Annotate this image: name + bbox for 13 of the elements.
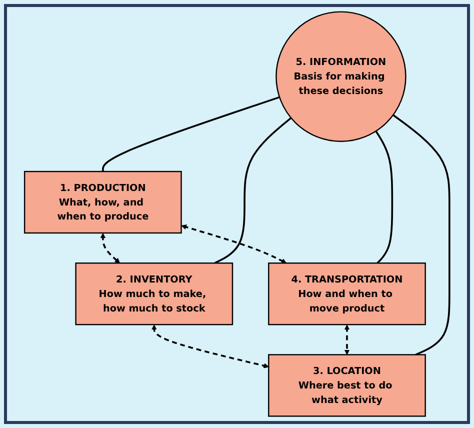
arrow <box>100 232 120 264</box>
connector <box>102 96 280 172</box>
arrow <box>181 224 287 264</box>
arrow <box>152 324 269 368</box>
connector <box>392 114 450 356</box>
connector <box>375 130 394 264</box>
node-box: 1. PRODUCTION What, how, and when to produce <box>24 170 182 234</box>
node-circle: 5. INFORMATION Basis for making these decisions <box>276 11 406 142</box>
node-box: 2. INVENTORY How much to make, how much to stock <box>75 262 234 326</box>
connector <box>214 117 292 264</box>
arrow <box>344 324 350 355</box>
node-box: 4. TRANSPORTATION How and when to move product <box>268 262 426 326</box>
node-box: 3. LOCATION Where best to do what activity <box>268 354 426 417</box>
